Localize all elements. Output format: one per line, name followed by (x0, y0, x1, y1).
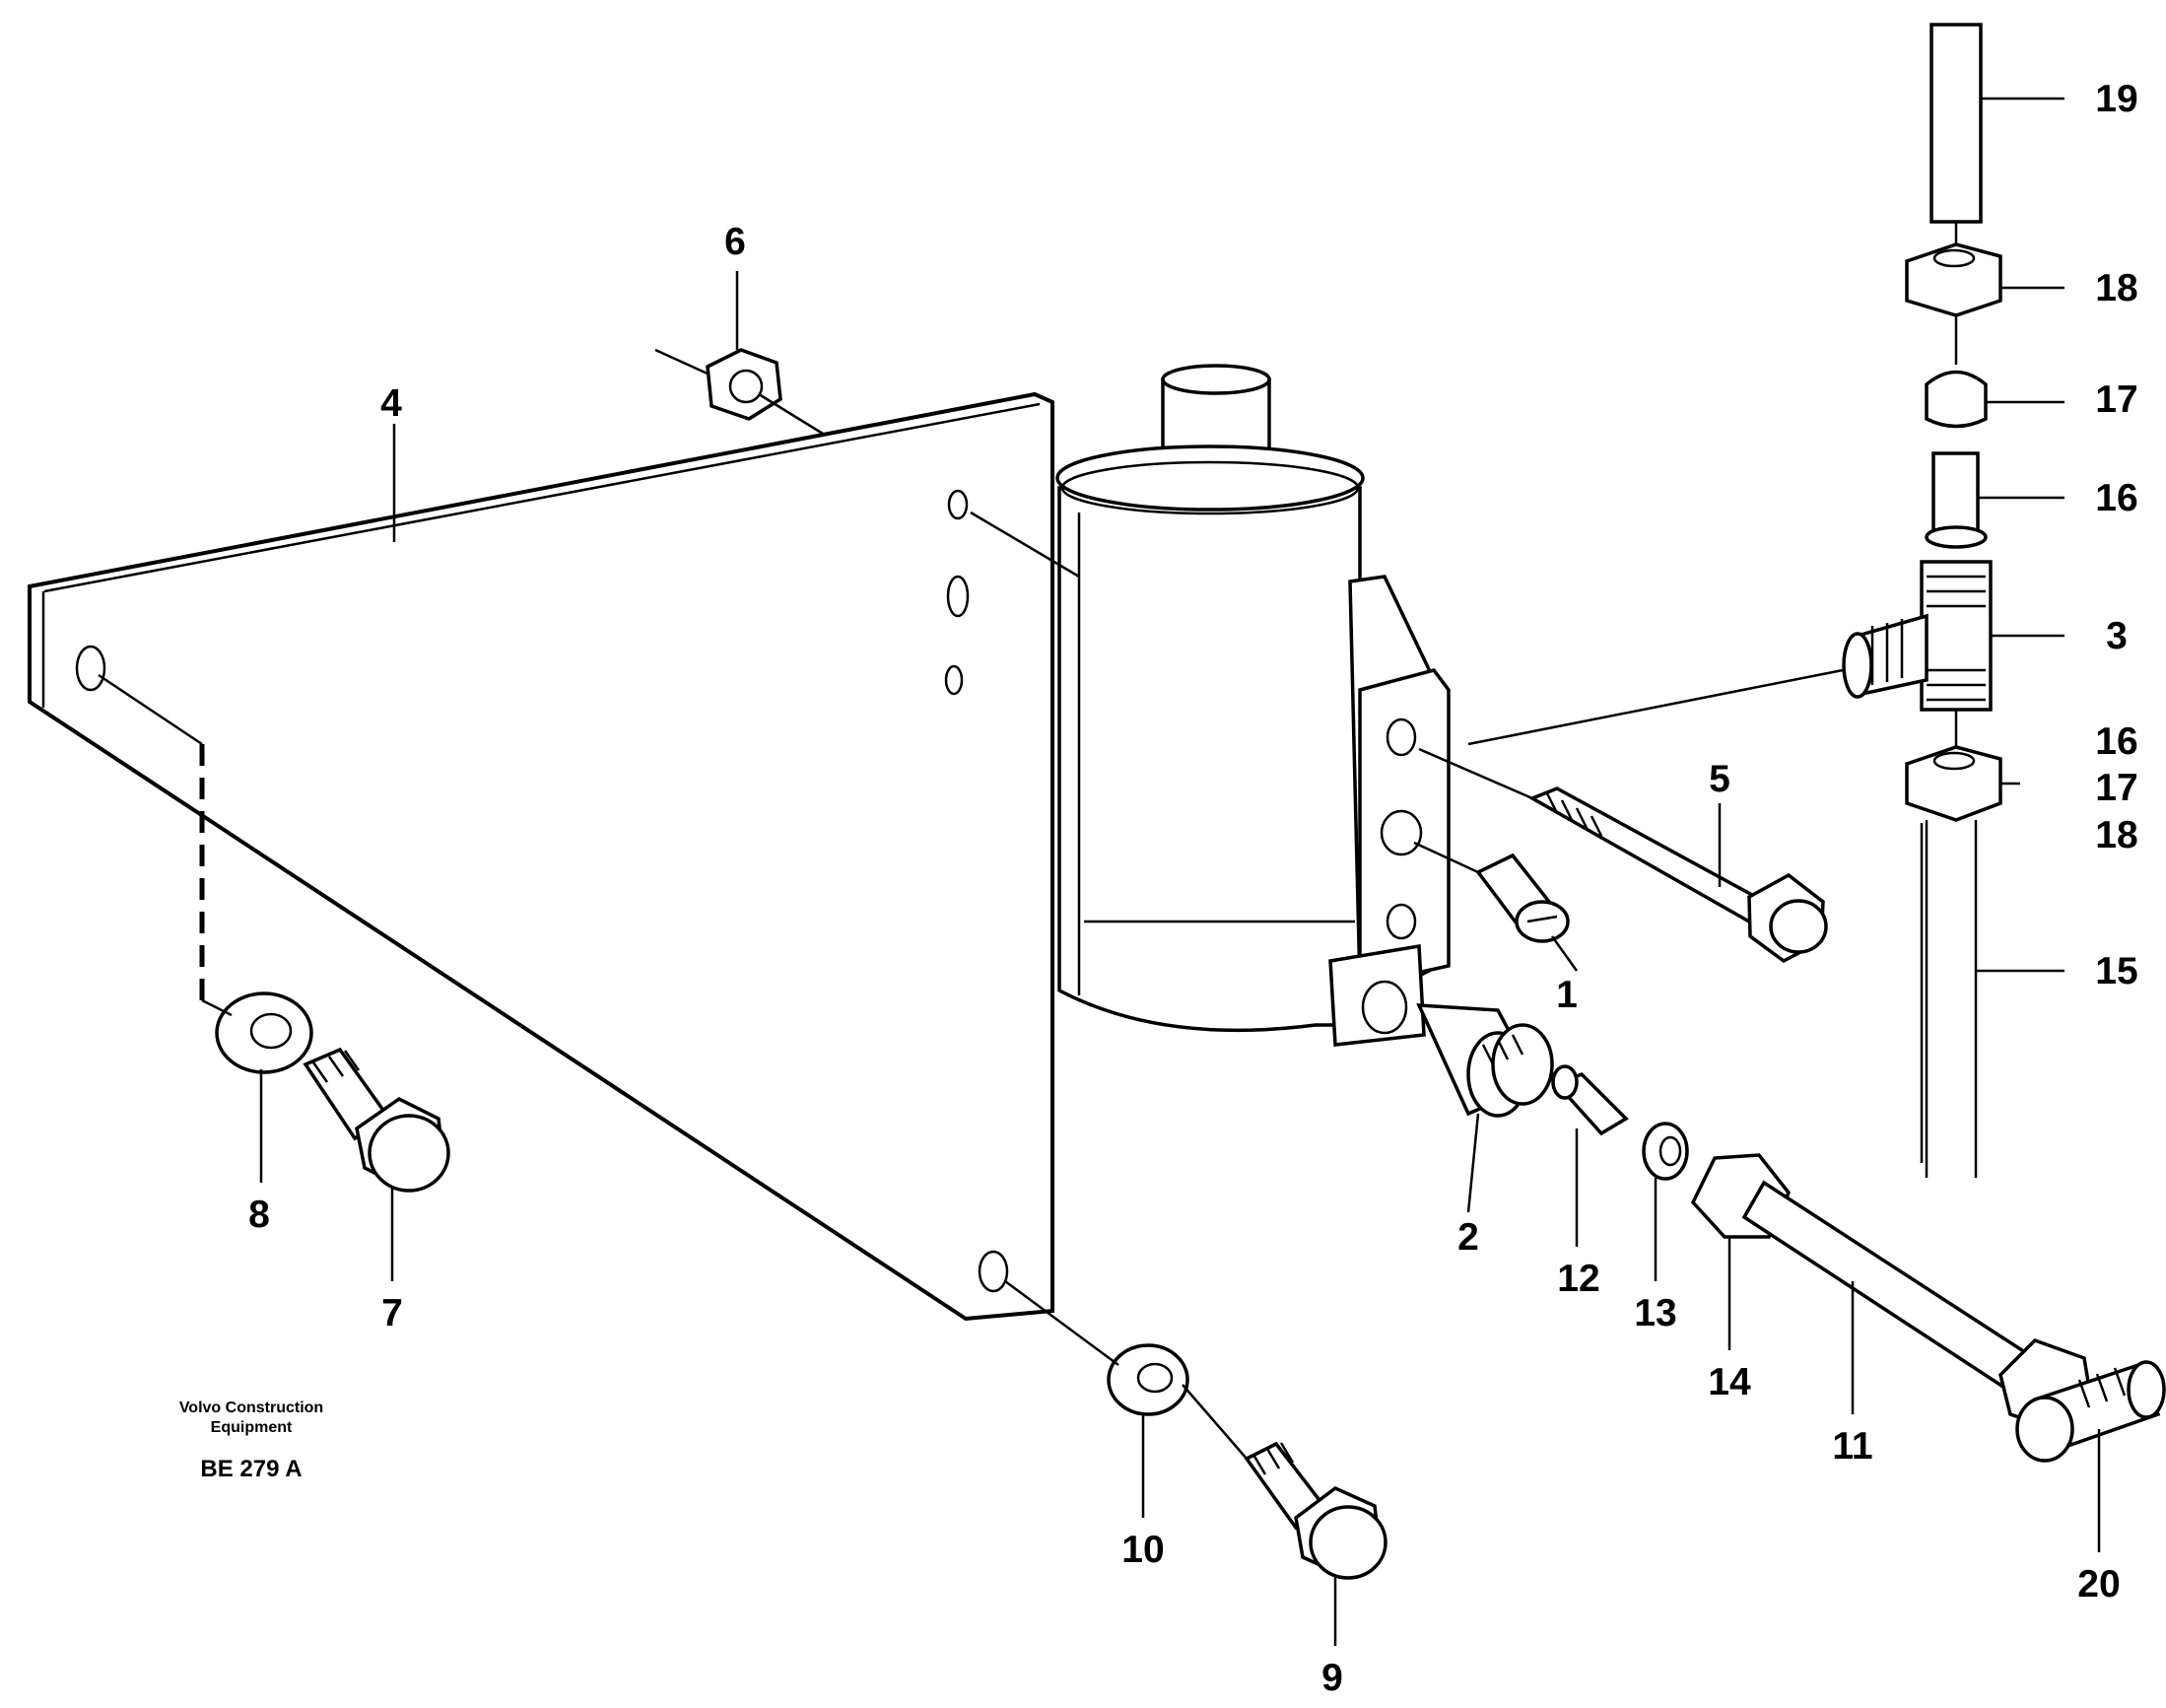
figure-caption: Volvo Construction Equipment BE 279 A (179, 1400, 323, 1482)
adapter-2 (1416, 1003, 1554, 1213)
label-18-lower: 18 (2095, 814, 2137, 856)
vertical-pipe-assembly (1467, 23, 2064, 1178)
ring-13 (1642, 1122, 1689, 1281)
label-9: 9 (1321, 1657, 1343, 1699)
label-17-lower: 17 (2095, 767, 2137, 809)
label-2: 2 (1457, 1216, 1479, 1259)
label-11: 11 (1832, 1425, 1872, 1468)
label-18-upper: 18 (2095, 267, 2137, 309)
label-3: 3 (2106, 615, 2128, 657)
label-15: 15 (2095, 950, 2137, 992)
label-12: 12 (1557, 1258, 1599, 1300)
label-7: 7 (381, 1292, 403, 1334)
label-6: 6 (724, 221, 746, 263)
caption-line-2: Equipment (211, 1419, 293, 1436)
part-labels: 1 2 3 4 5 6 7 8 9 10 11 12 13 14 15 16 1… (248, 78, 2138, 1699)
label-17-upper: 17 (2095, 378, 2137, 421)
label-5: 5 (1709, 758, 1730, 800)
sleeve-12 (1551, 1064, 1629, 1247)
filter-housing (970, 364, 1451, 1047)
washer-10-bolt-9 (1004, 1279, 1388, 1646)
figure-code: BE 279 A (200, 1456, 302, 1482)
nut-6 (654, 271, 824, 436)
label-16-lower: 16 (2095, 720, 2137, 763)
bolt-5 (1418, 747, 1828, 964)
label-13: 13 (1634, 1292, 1676, 1334)
bracket-plate (28, 391, 1054, 1322)
washer-8-bolt-7 (201, 991, 450, 1281)
label-1: 1 (1556, 974, 1578, 1016)
label-16-upper: 16 (2095, 477, 2137, 519)
label-14: 14 (1708, 1361, 1751, 1403)
label-8: 8 (248, 1194, 270, 1236)
plug-1 (1413, 841, 1579, 972)
label-4: 4 (380, 382, 402, 425)
label-19: 19 (2095, 78, 2137, 120)
pipe-assembly-11-14 (1690, 1153, 2166, 1552)
caption-line-1: Volvo Construction (179, 1400, 323, 1416)
label-10: 10 (1121, 1529, 1164, 1571)
label-20: 20 (2077, 1563, 2120, 1606)
